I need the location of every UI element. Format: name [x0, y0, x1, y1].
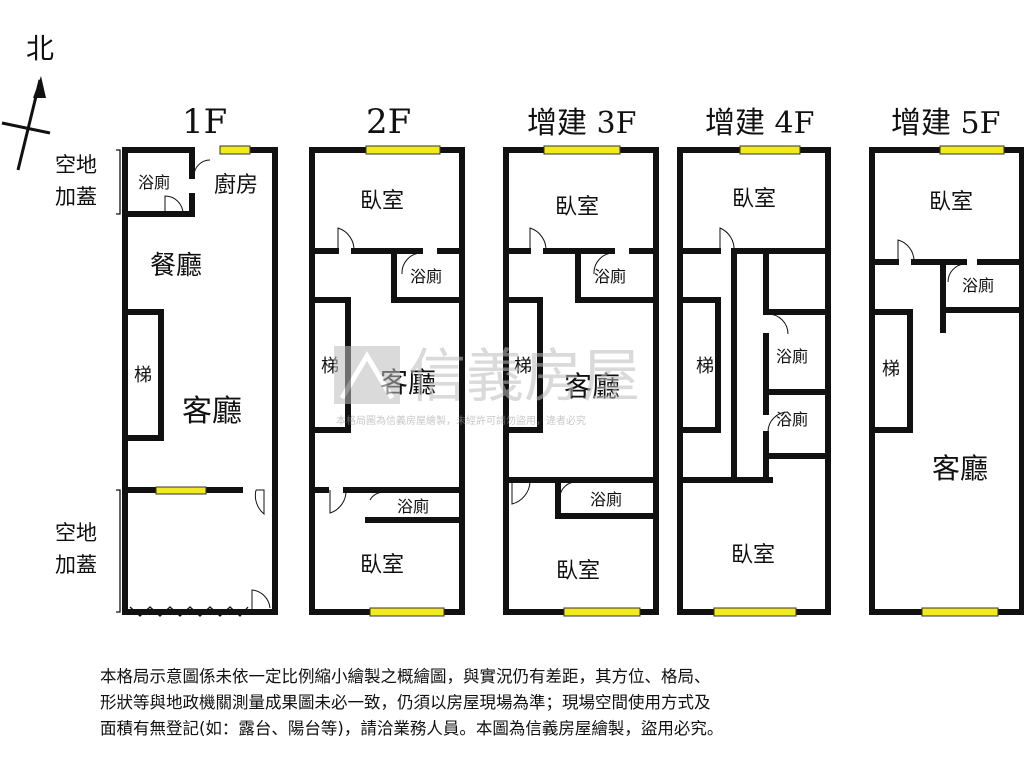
- room-3f-bath-top: 浴廁: [594, 267, 626, 286]
- stairs-5f: [869, 309, 913, 433]
- folding-door-1f: [129, 606, 249, 617]
- floor-title-4f: 增建 4F: [705, 106, 814, 141]
- disclaimer-line-2: 形狀等與地政機關測量成果圖未必一致，仍須以房屋現場為準；現場空間使用方式及: [100, 693, 711, 712]
- room-3f-bedroom-bottom: 臥室: [556, 559, 600, 584]
- annex-bottom-label-2: 加蓋: [55, 553, 97, 577]
- floor-plan-2f: 臥室 浴廁 梯 客廳 浴廁 臥室: [309, 145, 465, 617]
- room-1f-kitchen: 廚房: [214, 173, 258, 198]
- room-5f-bath: 浴廁: [962, 276, 994, 295]
- room-5f-stairs: 梯: [882, 359, 900, 380]
- floor-plan-5f: 臥室 浴廁 梯 客廳: [869, 145, 1024, 617]
- window-2f-top: [365, 145, 441, 155]
- room-3f-living: 客廳: [564, 370, 620, 403]
- room-3f-bath-bottom: 浴廁: [590, 490, 622, 509]
- north-compass: 北: [1, 32, 54, 171]
- watermark-brand: 信義房屋: [408, 342, 640, 410]
- room-4f-stairs: 梯: [696, 356, 714, 377]
- annex-bottom-bracket: [116, 489, 121, 613]
- room-4f-bedroom-top: 臥室: [732, 187, 776, 212]
- room-2f-bedroom-bottom: 臥室: [360, 553, 404, 578]
- window-4f-top: [739, 145, 801, 155]
- floor-title-1f: 1F: [182, 102, 227, 142]
- room-3f-bedroom-top: 臥室: [555, 195, 599, 220]
- room-2f-bath-bottom: 浴廁: [397, 497, 429, 516]
- room-4f-bath-2: 浴廁: [776, 410, 808, 429]
- stairs-3f: [503, 297, 543, 433]
- room-4f-bath-1: 浴廁: [776, 347, 808, 366]
- disclaimer-line-3: 面積有無登記(如：露台、陽台等)，請洽業務人員。本圖為信義房屋繪製，盜用必究。: [100, 719, 724, 738]
- room-2f-bedroom-top: 臥室: [360, 189, 404, 214]
- room-4f-bedroom-bottom: 臥室: [731, 543, 775, 568]
- window-2f-bottom: [369, 607, 445, 617]
- room-2f-bath-top: 浴廁: [410, 267, 442, 286]
- window-3f-top: [543, 145, 621, 155]
- side-annotations: 空地 加蓋 空地 加蓋: [55, 149, 121, 613]
- floor-plan-3f: 臥室 浴廁 梯 客廳 浴廁 臥室: [503, 145, 659, 617]
- compass-arrow-icon: [33, 76, 46, 98]
- disclaimer-line-1: 本格局示意圖係未依一定比例縮小繪製之概繪圖，與實況仍有差距，其方位、格局、: [100, 667, 711, 686]
- floor-plan-1f: 浴廁 廚房 餐廳 梯 客廳: [122, 145, 278, 617]
- window-1f-top: [219, 145, 251, 155]
- watermark: 信義房屋 本格局圖為信義房屋繪製，未經許可請勿盜用，違者必究: [334, 342, 640, 427]
- floor-title-2f: 2F: [366, 102, 411, 142]
- window-1f-mid: [155, 486, 207, 495]
- floor-plan-4f: 臥室 梯 浴廁 浴廁 臥室: [677, 145, 831, 617]
- floor-plan-drawing: 北 1F 2F 增建 3F 增建 4F 增建 5F 空地 加蓋 空地 加蓋 浴廁…: [1, 32, 1024, 617]
- stairs-1f: [122, 309, 164, 441]
- stairs-4f: [677, 297, 721, 433]
- room-1f-living: 客廳: [182, 394, 242, 429]
- watermark-logo-roof: [339, 351, 395, 400]
- compass-crossbar: [1, 121, 51, 135]
- compass-north-label: 北: [26, 32, 54, 65]
- room-3f-stairs: 梯: [514, 356, 532, 377]
- room-5f-living: 客廳: [932, 452, 988, 485]
- window-5f-top: [939, 145, 1005, 155]
- window-4f-bottom: [713, 607, 797, 617]
- window-5f-bottom: [921, 607, 999, 617]
- annex-top-bracket: [116, 149, 121, 215]
- disclaimer: 本格局示意圖係未依一定比例縮小繪製之概繪圖，與實況仍有差距，其方位、格局、 形狀…: [100, 664, 1000, 742]
- room-1f-stairs: 梯: [134, 365, 152, 386]
- watermark-notice: 本格局圖為信義房屋繪製，未經許可請勿盜用，違者必究: [336, 414, 586, 427]
- annex-top-label-2: 加蓋: [55, 185, 97, 209]
- room-1f-dining: 餐廳: [150, 251, 202, 281]
- annex-top-label-1: 空地: [55, 153, 97, 177]
- room-5f-bedroom-top: 臥室: [929, 190, 973, 215]
- window-3f-bottom: [563, 607, 641, 617]
- floor-title-5f: 增建 5F: [891, 106, 1000, 141]
- annex-bottom-label-1: 空地: [55, 521, 97, 545]
- room-1f-bath: 浴廁: [138, 173, 170, 192]
- floor-title-3f: 增建 3F: [527, 106, 636, 141]
